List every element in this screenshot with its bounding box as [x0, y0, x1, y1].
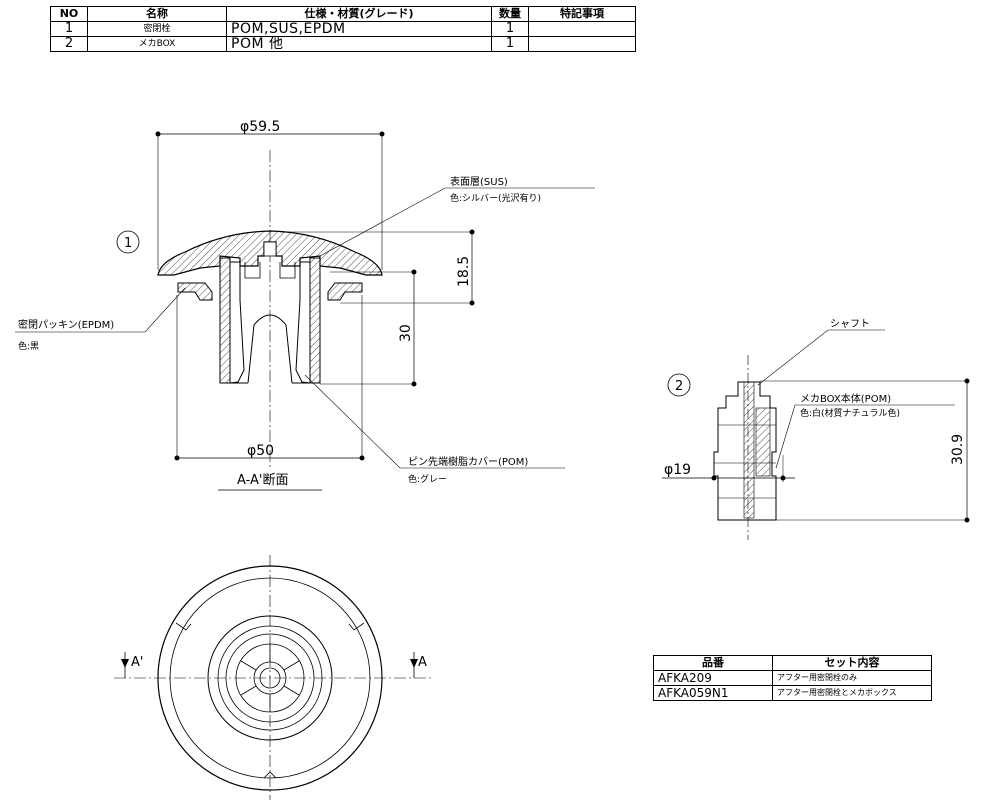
dim-box-dia: φ19 [664, 462, 691, 478]
dim-height-a: 18.5 [456, 256, 472, 287]
label-shaft: シャフト [830, 319, 870, 330]
table-row: AFKA059N1 アフター用密閉栓とメカボックス [653, 685, 932, 701]
label-surface-color: 色:シルバー(光沢有り) [450, 192, 541, 204]
section-a-right: A [418, 655, 427, 670]
section-label: A-A'断面 [237, 473, 288, 488]
header-code: 品番 [653, 655, 773, 671]
part1-section-view: φ59.5 φ50 18.5 30 1 表面層(SUS) 色:シルバー(光沢有り… [15, 119, 595, 491]
plan-view: A' A [114, 555, 432, 800]
label-pin: ピン先端樹脂カバー(POM) [408, 455, 528, 468]
row-no: 2 [50, 36, 88, 52]
set-code: AFKA059N1 [653, 685, 773, 701]
parts-table: NO 名称 仕様・材質(グレード) 数量 特記事項 1 密閉栓 POM,SUS,… [50, 6, 636, 52]
dim-height-b: 30 [398, 324, 414, 342]
set-table: 品番 セット内容 AFKA209 アフター用密閉栓のみ AFKA059N1 アフ… [653, 655, 932, 701]
section-a-left: A' [131, 655, 143, 670]
set-content: アフター用密閉栓とメカボックス [772, 685, 932, 701]
label-packing: 密閉パッキン(EPDM) [18, 318, 114, 331]
row-material: POM 他 [226, 36, 492, 52]
dim-top-dia: φ59.5 [240, 119, 280, 135]
row-qty: 1 [491, 36, 529, 52]
dim-bottom-dia: φ50 [247, 443, 274, 459]
row-note [528, 36, 636, 52]
label-packing-color: 色:黒 [18, 340, 39, 352]
header-content: セット内容 [772, 655, 932, 671]
body-right-wall [309, 257, 321, 384]
set-code: AFKA209 [653, 670, 773, 686]
table-row: AFKA209 アフター用密閉栓のみ [653, 670, 932, 686]
dim-box-height: 30.9 [950, 434, 966, 465]
part2-marker: 2 [675, 379, 683, 394]
set-table-header: 品番 セット内容 [653, 655, 932, 671]
part1-marker: 1 [124, 236, 132, 251]
label-pin-color: 色:グレー [408, 473, 447, 485]
header-note: 特記事項 [528, 6, 636, 22]
part2-box-view: 2 シャフト メカBOX本体(POM) 色:白(材質ナチュラル色) 30.9 φ… [662, 319, 970, 540]
label-box-color: 色:白(材質ナチュラル色) [800, 407, 900, 419]
packing-right [327, 282, 363, 301]
label-box-body: メカBOX本体(POM) [800, 392, 891, 405]
packing-left [177, 282, 213, 301]
table-row: 2 メカBOX POM 他 1 [50, 36, 636, 52]
label-surface: 表面層(SUS) [450, 175, 508, 188]
body-left-wall [219, 257, 231, 384]
set-content: アフター用密閉栓のみ [772, 670, 932, 686]
